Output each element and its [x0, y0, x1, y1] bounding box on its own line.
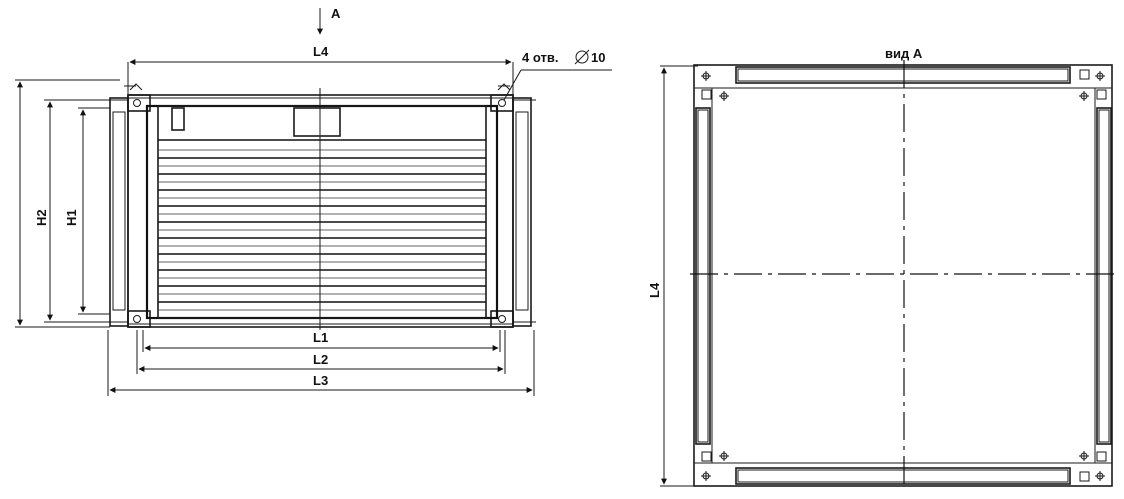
dimension-l4-front-label: L4	[313, 44, 329, 59]
dimension-l3-label: L3	[313, 373, 328, 388]
holes-label: 4 отв.	[522, 50, 558, 65]
corner-brackets	[124, 83, 514, 328]
coil-body	[145, 88, 499, 330]
dimension-l4-side-label: L4	[647, 282, 662, 298]
dimension-l2-label: L2	[313, 352, 328, 367]
holes-callout: 4 отв. 10	[503, 49, 612, 101]
dimension-h1: H1	[64, 107, 110, 315]
view-direction-arrow: A	[317, 6, 341, 35]
dimension-l2: L2	[136, 330, 506, 374]
diameter-icon	[574, 49, 590, 65]
view-a-title: вид А	[885, 46, 923, 61]
dimension-l3: L3	[107, 330, 535, 396]
dimension-h1-label: H1	[64, 209, 79, 226]
dimension-h2-label: H2	[34, 209, 49, 226]
view-a: вид А L4	[647, 46, 1116, 490]
dimension-l4-side: L4	[647, 65, 698, 487]
dimension-l1: L1	[142, 330, 501, 352]
dimension-l4-front: L4	[127, 44, 514, 96]
front-view: A L4 4 отв. 10	[15, 6, 612, 396]
view-arrow-label: A	[331, 6, 341, 21]
hole-diameter-label: 10	[591, 50, 605, 65]
corner-bolts	[701, 69, 1107, 482]
dimension-h2: H2	[15, 79, 120, 328]
coil-fins	[158, 139, 486, 311]
dimension-l1-label: L1	[313, 330, 328, 345]
